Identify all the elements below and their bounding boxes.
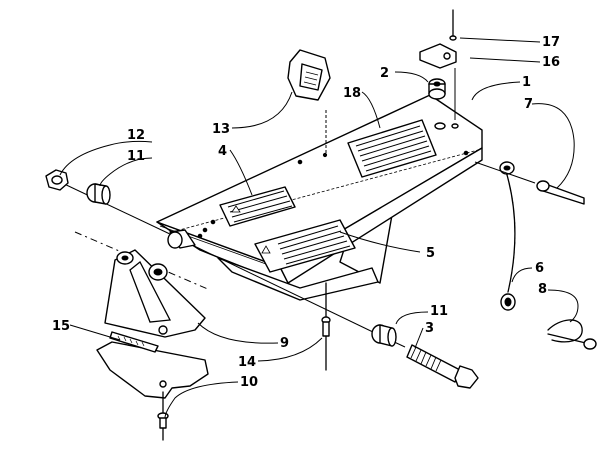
strap-plate — [96, 331, 209, 399]
cable-bracket — [419, 43, 457, 120]
bushing-left — [86, 183, 111, 205]
callout-6: 6 — [535, 261, 544, 276]
decal-4 — [219, 186, 296, 227]
screw-top — [449, 9, 457, 41]
grommet — [428, 78, 446, 100]
spacer-tube — [167, 229, 196, 249]
callout-16: 16 — [542, 55, 560, 70]
callout-11-right: 11 — [430, 304, 448, 319]
mount-hole — [451, 123, 459, 129]
callout-5: 5 — [426, 246, 435, 261]
hitch-bolt — [406, 344, 479, 389]
info-decal-icon — [261, 245, 271, 254]
rivet-mid — [321, 282, 331, 371]
bushing-right — [371, 324, 397, 347]
hairpin-clip — [547, 319, 597, 350]
mount-hole — [434, 122, 446, 130]
callout-15: 15 — [52, 319, 70, 334]
callout-8: 8 — [538, 282, 547, 297]
leader-lines — [59, 37, 579, 419]
callout-12: 12 — [127, 128, 145, 143]
hitch-pin — [474, 161, 585, 205]
callout-7: 7 — [524, 97, 533, 112]
callout-13: 13 — [212, 122, 230, 137]
callout-1: 1 — [522, 75, 531, 90]
lock-nut — [45, 169, 69, 191]
callout-18: 18 — [343, 86, 361, 101]
decal-5 — [254, 219, 356, 273]
decal-18 — [347, 119, 437, 178]
retaining-clip — [287, 49, 331, 155]
callout-17: 17 — [542, 35, 560, 50]
callout-10: 10 — [240, 375, 258, 390]
safety-cable — [499, 161, 516, 311]
a-frame-bracket — [104, 249, 206, 338]
callout-2: 2 — [380, 66, 389, 81]
callout-3: 3 — [425, 321, 434, 336]
callout-labels: 17 16 2 1 7 18 13 4 5 6 8 12 11 11 3 15 … — [52, 35, 560, 390]
rivet-bottom — [157, 391, 169, 441]
hitch-plate — [156, 94, 483, 301]
callout-9: 9 — [280, 336, 289, 351]
callout-4: 4 — [218, 144, 227, 159]
callout-14: 14 — [238, 355, 256, 370]
callout-11-left: 11 — [127, 149, 145, 164]
warning-decal-icon — [231, 205, 241, 213]
